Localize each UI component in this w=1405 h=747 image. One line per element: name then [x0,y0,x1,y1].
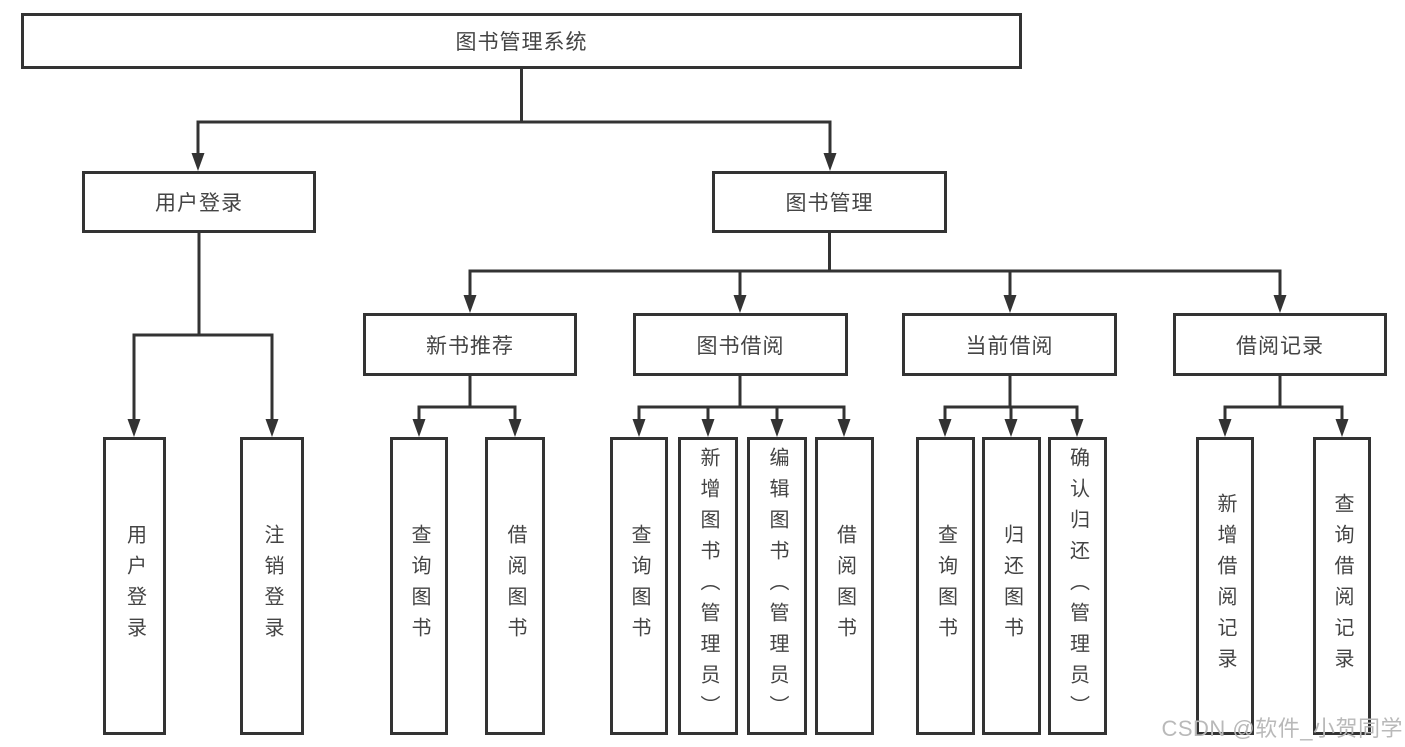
node-current-borrow-label: 当前借阅 [965,334,1054,358]
node-borrow-records-label: 借阅记录 [1236,334,1324,358]
node-book-management-label: 图书管理 [785,192,874,215]
leaf-current-confirm-return-admin: 确认归还（管理员） [1048,437,1107,735]
leaf-records-query-record: 查询借阅记录 [1313,437,1371,735]
connector-management-branch [463,232,1287,313]
leaf-current-confirm-return-admin-label: 确认归还（管理员） [1066,446,1089,726]
node-new-book-recommend-label: 新书推荐 [426,334,514,358]
leaf-borrow-add-books-admin-label: 新增图书（管理员） [697,446,719,726]
leaf-current-return-books-label: 归还图书 [1000,524,1023,648]
node-library-system: 图书管理系统 [21,13,1022,69]
leaf-logout: 注销登录 [240,437,304,735]
leaf-current-query-books-label: 查询图书 [934,524,957,648]
leaf-user-login-label: 用户登录 [123,524,146,648]
node-new-book-recommend: 新书推荐 [363,313,577,376]
leaf-borrow-add-books-admin: 新增图书（管理员） [678,437,738,735]
node-borrow-records: 借阅记录 [1173,313,1387,376]
leaf-records-add-record: 新增借阅记录 [1196,437,1254,735]
leaf-records-add-record-label: 新增借阅记录 [1214,493,1236,679]
connector-login-branch [127,232,279,437]
connector-root-branch [191,68,837,171]
leaf-recommend-query-books-label: 查询图书 [408,524,430,648]
node-current-borrow: 当前借阅 [902,313,1117,376]
leaf-logout-label: 注销登录 [261,524,283,648]
connector-current-branch [938,375,1084,437]
node-book-borrow: 图书借阅 [633,313,848,376]
leaf-recommend-borrow-books-label: 借阅图书 [504,524,526,648]
leaf-borrow-borrow-books: 借阅图书 [815,437,874,735]
leaf-recommend-borrow-books: 借阅图书 [485,437,545,735]
connector-records-branch [1218,375,1349,437]
node-user-login: 用户登录 [82,171,316,233]
leaf-user-login: 用户登录 [103,437,166,735]
node-library-system-label: 图书管理系统 [455,31,588,54]
node-user-login-label: 用户登录 [155,192,243,215]
leaf-borrow-query-books: 查询图书 [610,437,668,735]
node-book-management: 图书管理 [712,171,947,233]
leaf-borrow-edit-books-admin: 编辑图书（管理员） [747,437,807,735]
csdn-watermark: CSDN @软件_小贺同学 [1161,716,1403,741]
leaf-records-query-record-label: 查询借阅记录 [1331,493,1353,679]
leaf-current-return-books: 归还图书 [982,437,1041,735]
leaf-recommend-query-books: 查询图书 [390,437,448,735]
connector-borrow-branch [632,375,851,437]
leaf-borrow-query-books-label: 查询图书 [628,524,650,648]
leaf-current-query-books: 查询图书 [916,437,975,735]
connector-recommend-branch [412,375,522,437]
leaf-borrow-edit-books-admin-label: 编辑图书（管理员） [766,446,788,726]
node-book-borrow-label: 图书借阅 [696,334,785,358]
leaf-borrow-borrow-books-label: 借阅图书 [833,524,856,648]
